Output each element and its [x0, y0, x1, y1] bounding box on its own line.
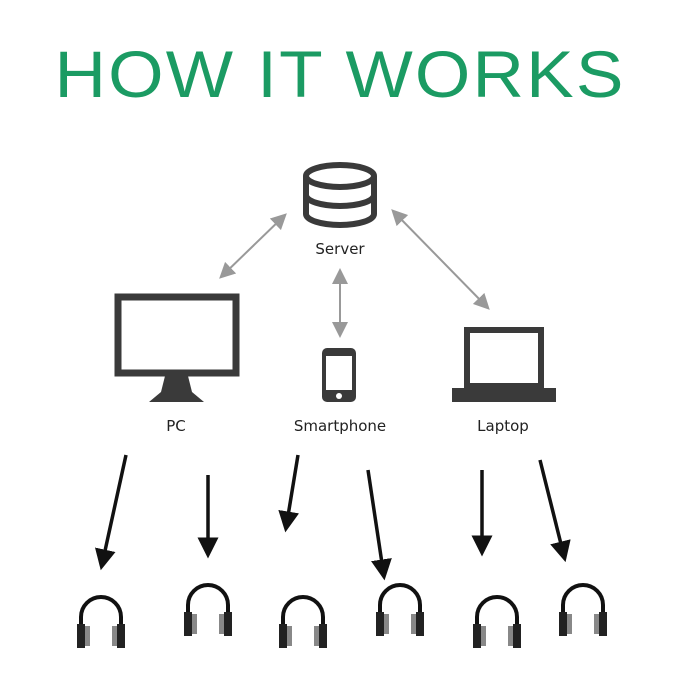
pc-label: PC	[166, 417, 186, 435]
headphones-icon	[75, 595, 127, 650]
headphones-icon	[182, 583, 234, 638]
stream-arrows	[94, 454, 571, 581]
headphones-icon	[374, 583, 426, 638]
laptop-icon	[452, 327, 556, 402]
server-icon	[303, 162, 377, 228]
headphones-icon	[277, 595, 329, 650]
smartphone-icon	[322, 348, 356, 402]
page-title: HOW IT WORKS	[54, 37, 626, 111]
laptop-label: Laptop	[477, 417, 529, 435]
headphones-icon	[471, 595, 523, 650]
headphones-icon	[557, 583, 609, 638]
pc-icon	[114, 293, 240, 402]
connector-arrows	[219, 209, 490, 338]
smartphone-label: Smartphone	[293, 417, 387, 435]
server-label: Server	[315, 240, 365, 258]
